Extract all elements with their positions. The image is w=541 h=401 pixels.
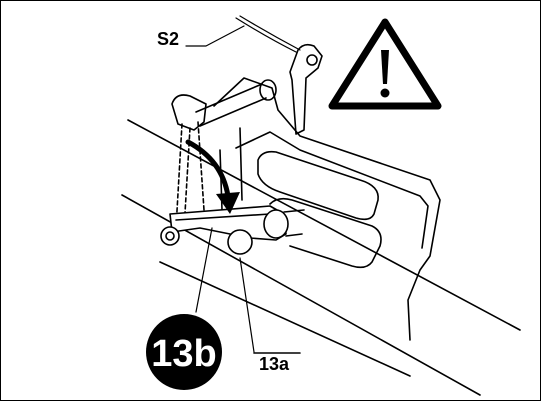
frame-slot — [257, 150, 379, 221]
latch-bar-edge — [175, 213, 271, 221]
frame-left-wall-2 — [239, 127, 243, 201]
latch-bolt — [160, 226, 180, 246]
base-rail-upper — [127, 119, 521, 331]
s2-leader — [185, 25, 245, 47]
cable-s2 — [235, 15, 301, 53]
badge-13b: 13b — [146, 314, 222, 390]
latch-bolt-inner — [165, 231, 175, 241]
label-s2: S2 — [157, 29, 179, 49]
lever-head — [171, 94, 207, 131]
latch-roller-shaft — [283, 209, 305, 237]
curved-arrow-icon — [185, 139, 240, 214]
badge-13b-leader — [195, 227, 213, 313]
label-13a-leader — [239, 257, 255, 353]
pivot-rod — [195, 83, 267, 127]
latch-pin — [227, 229, 253, 255]
badge-13b-text: 13b — [151, 333, 216, 375]
latch-roller — [263, 209, 289, 239]
bracket-hole — [306, 54, 318, 66]
upright-bracket — [289, 43, 323, 135]
label-13a: 13a — [259, 354, 290, 374]
frame-lower-slot — [269, 197, 382, 269]
pivot-rod-end — [259, 79, 277, 101]
frame-channel-inner — [235, 131, 429, 249]
frame-channel-outer — [213, 77, 441, 341]
warning-triangle-icon — [328, 18, 442, 110]
